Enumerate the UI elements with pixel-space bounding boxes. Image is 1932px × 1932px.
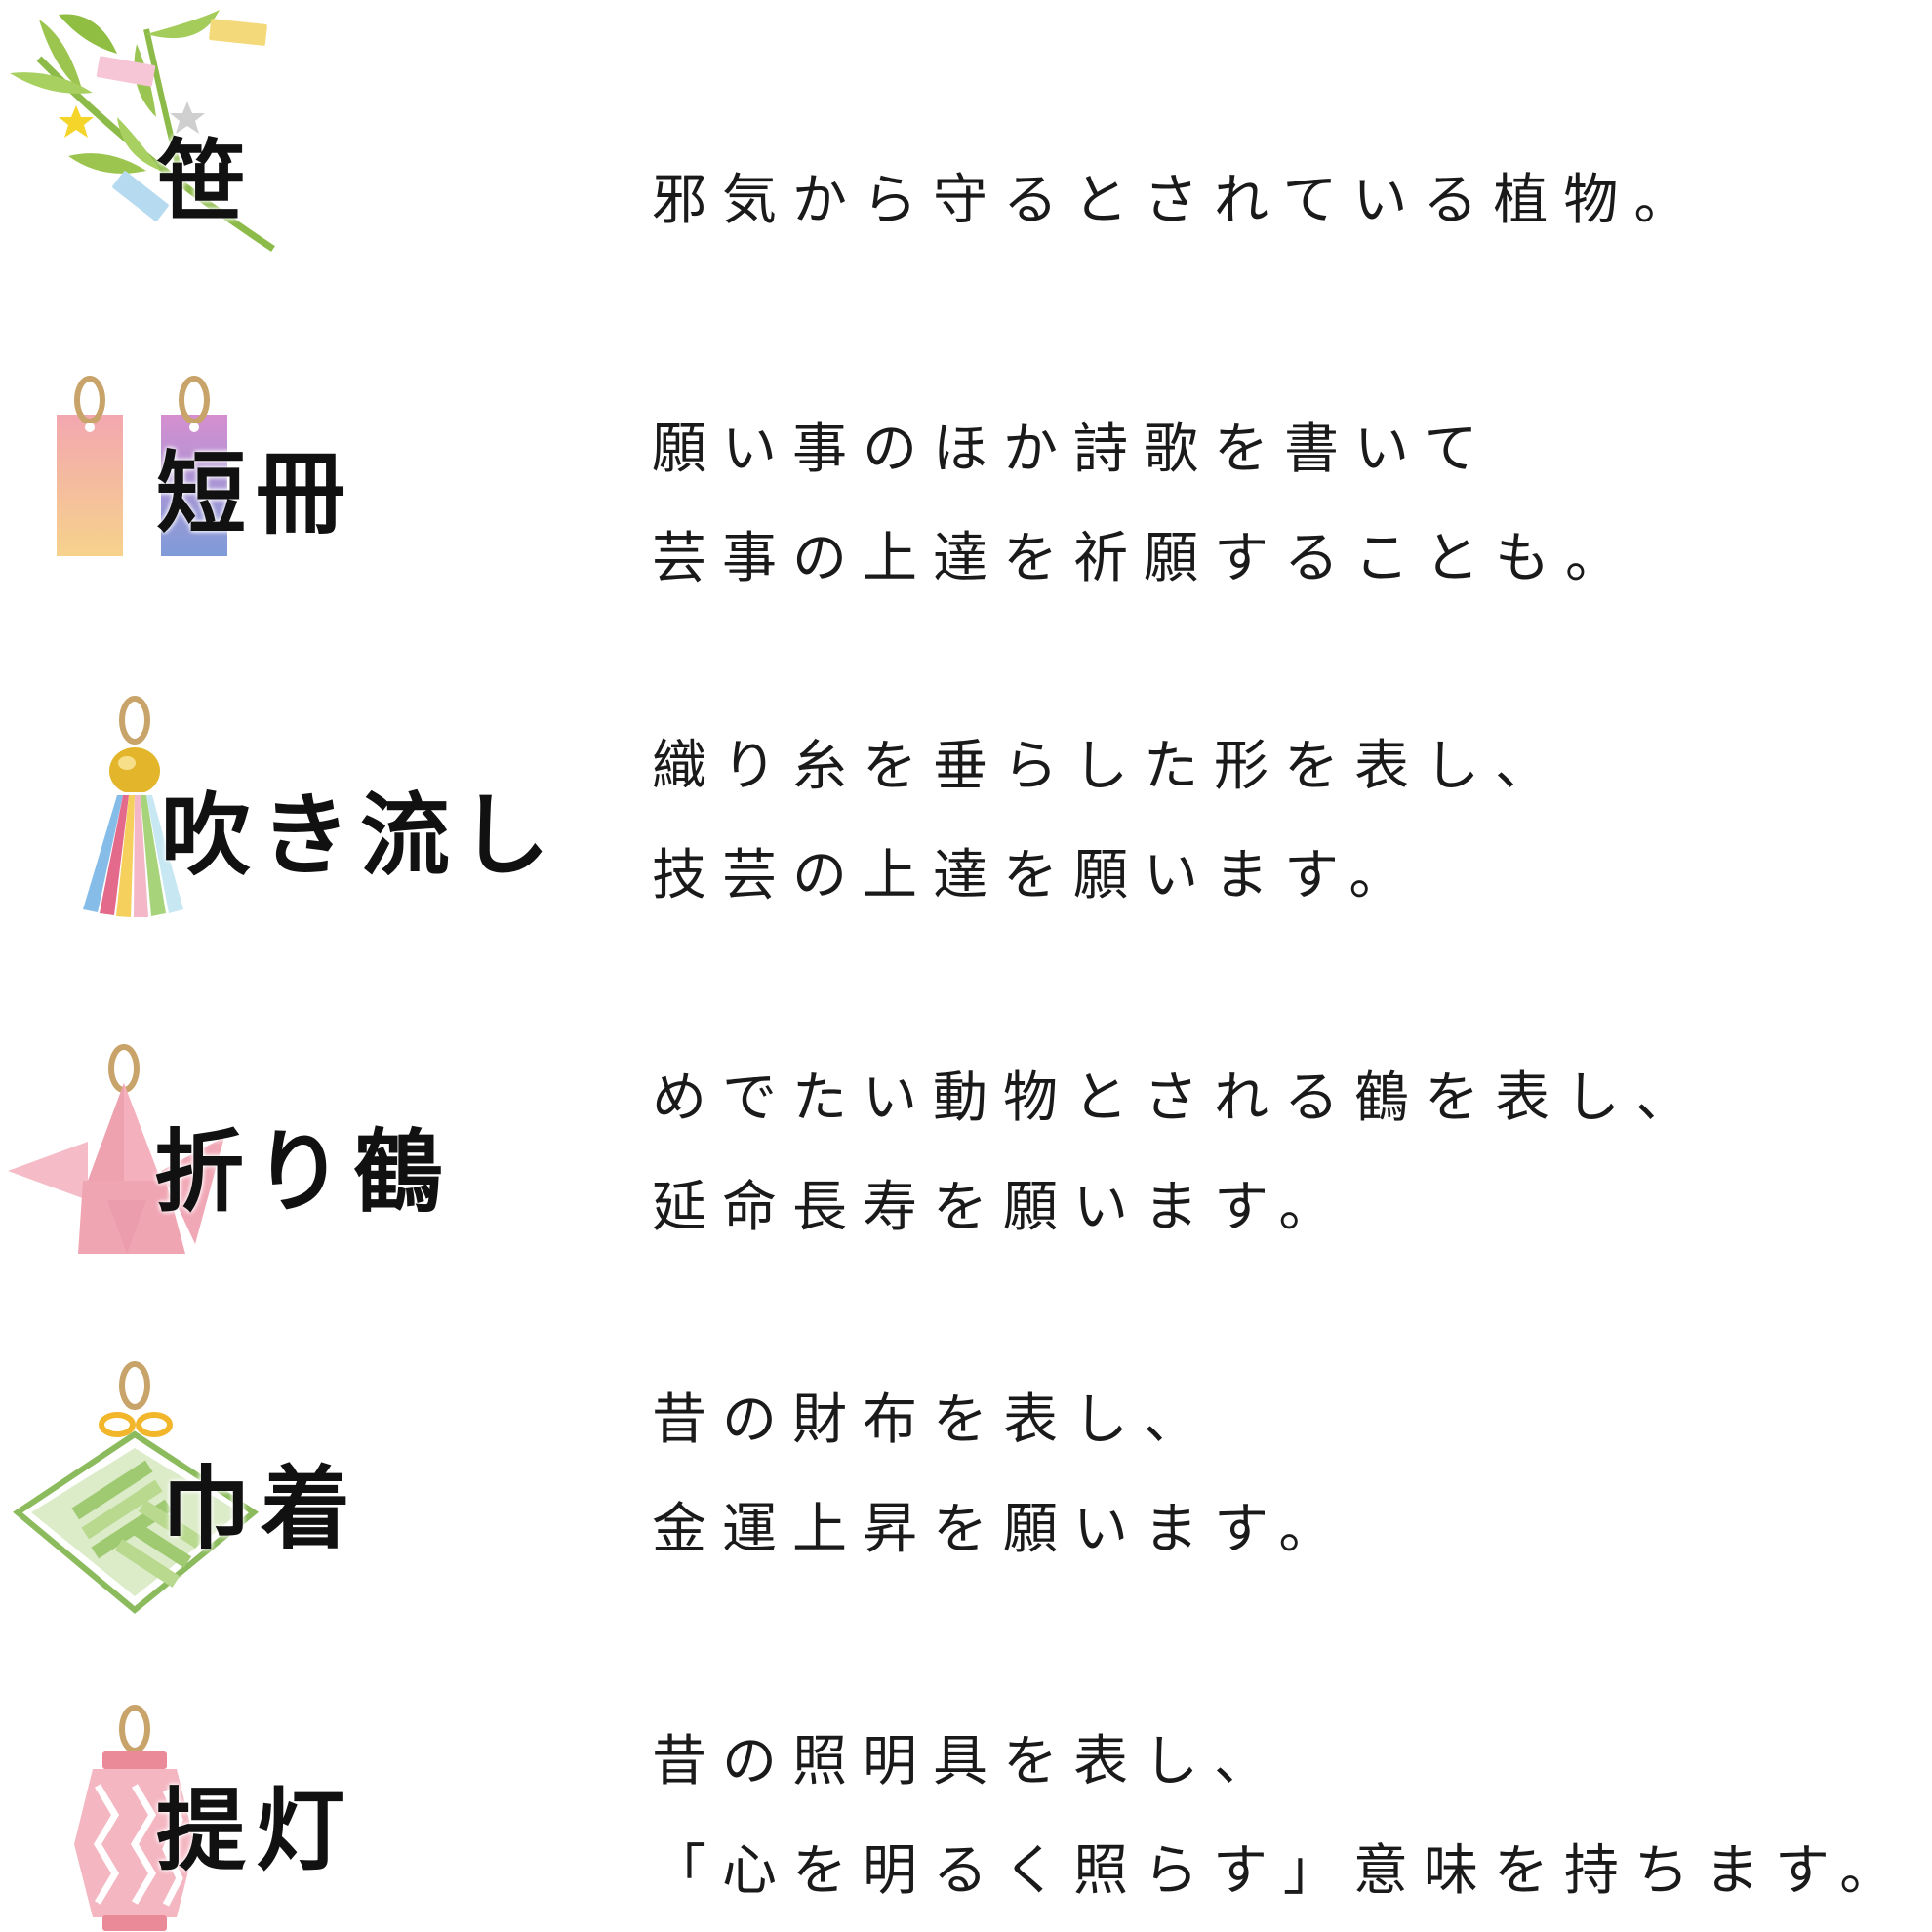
item-title: 折り鶴 [154, 1119, 454, 1225]
description-line: 昔の照明具を表し、 [652, 1730, 1284, 1793]
description-line: 技芸の上達を願います。 [652, 844, 1420, 907]
item-description: 昔の財布を表し、 金運上昇を願います。 [652, 1366, 1348, 1585]
paper-crane-icon [8, 1044, 224, 1254]
description-line: 「心を明るく照らす」意味を持ちます。 [652, 1839, 1911, 1903]
description-line: 芸事の上達を祈願することも。 [652, 527, 1635, 590]
item-title: 短冊 [156, 441, 356, 546]
description-line: 昔の財布を表し、 [652, 1389, 1214, 1452]
item-description: 願い事のほか詩歌を書いて 芸事の上達を祈願することも。 [652, 395, 1635, 614]
item-fukinagashi: 吹き流し 織り糸を垂らした形を表し、 技芸の上達を願います。 [0, 683, 1932, 927]
tanzaku-strips-icon [57, 376, 227, 556]
item-title: 吹き流し [161, 783, 560, 888]
description-line: 邪気から守るとされている植物。 [652, 169, 1705, 232]
description-line: めでたい動物とされる鶴を表し、 [652, 1067, 1706, 1130]
item-description: 昔の照明具を表し、 「心を明るく照らす」意味を持ちます。 [652, 1708, 1910, 1926]
streamer-icon [83, 696, 195, 917]
item-orizuru: 折り鶴 めでたい動物とされる鶴を表し、 延命長寿を願います。 [0, 1025, 1932, 1278]
item-description: 邪気から守るとされている植物。 [652, 146, 1704, 256]
item-chochin: 提灯 昔の照明具を表し、 「心を明るく照らす」意味を持ちます。 [0, 1698, 1932, 1932]
item-sasa: 笹 邪気から守るとされている植物。 [0, 0, 1932, 283]
pouch-icon [12, 1361, 260, 1614]
item-title: 巾着 [161, 1456, 361, 1561]
bamboo-leaves-icon [10, 10, 275, 252]
item-tanzaku: 短冊 願い事のほか詩歌を書いて 芸事の上達を祈願することも。 [0, 361, 1932, 615]
item-description: めでたい動物とされる鶴を表し、 延命長寿を願います。 [652, 1044, 1706, 1263]
item-title: 笹 [156, 129, 257, 234]
description-line: 金運上昇を願います。 [652, 1498, 1349, 1561]
lantern-icon [74, 1705, 195, 1931]
item-kinchaku: 巾着 昔の財布を表し、 金運上昇を願います。 [0, 1347, 1932, 1620]
description-line: 延命長寿を願います。 [652, 1176, 1349, 1239]
description-line: 願い事のほか詩歌を書いて [652, 418, 1494, 481]
description-line: 織り糸を垂らした形を表し、 [652, 735, 1565, 798]
item-title: 提灯 [156, 1778, 356, 1883]
item-description: 織り糸を垂らした形を表し、 技芸の上達を願います。 [652, 712, 1565, 931]
